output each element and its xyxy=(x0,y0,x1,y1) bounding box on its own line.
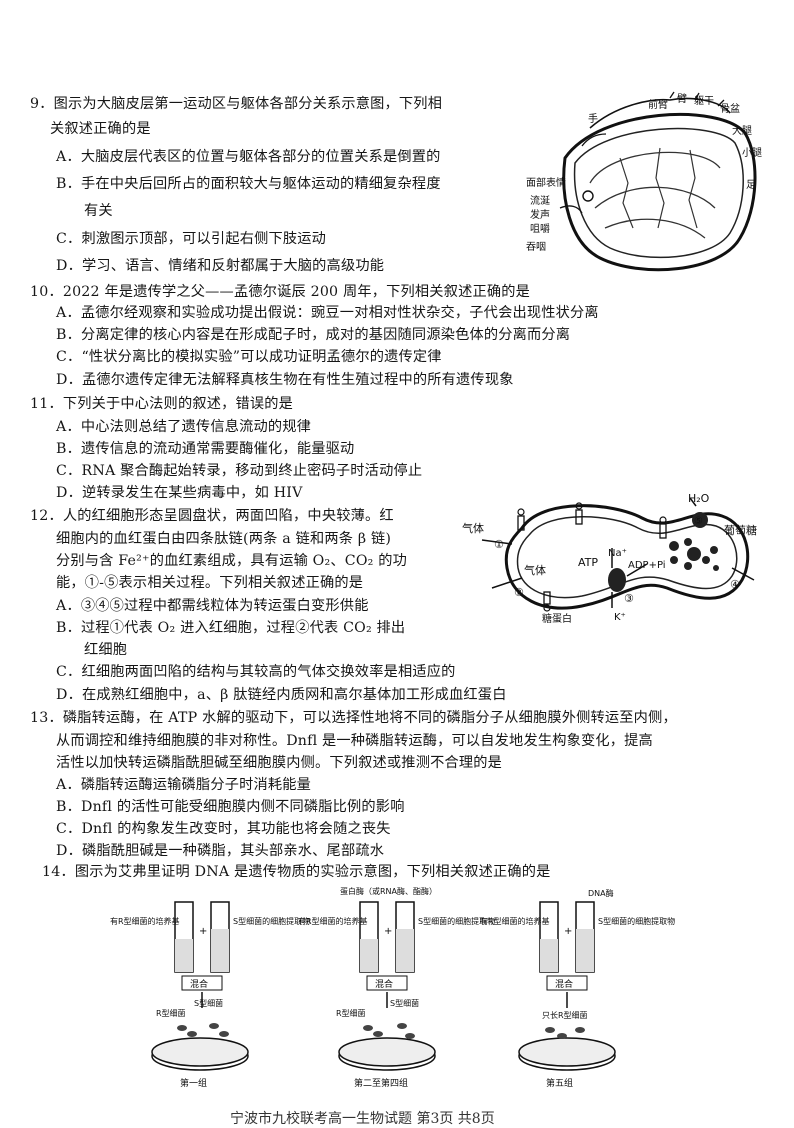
label-mix: 混合 xyxy=(375,978,393,990)
label-mix: 混合 xyxy=(555,978,573,990)
q9-option-a: A．大脑皮层代表区的位置与躯体各部分的位置关系是倒置的 xyxy=(56,149,441,165)
plus-sign: + xyxy=(564,926,572,937)
q9-option-c: C．刺激图示顶部，可以引起右侧下肢运动 xyxy=(56,231,327,247)
q11-option-c: C．RNA 聚合酶起始转录，移动到终止密码子时活动停止 xyxy=(56,463,423,479)
label-group5: 第五组 xyxy=(546,1077,573,1089)
label-r-bact: R型细菌 xyxy=(336,1008,366,1018)
label-s-extract: S型细菌的细胞提取物 xyxy=(598,916,675,926)
q12-option-c: C．红细胞两面凹陷的结构与其较高的气体交换效率是相适应的 xyxy=(56,664,456,680)
q10-option-d: D．孟德尔遗传定律无法解释真核生物在有性生殖过程中的所有遗传现象 xyxy=(56,372,514,388)
q13-stem-line2: 从而调控和维持细胞膜的非对称性。Dnfl 是一种磷脂转运酶，可以自发地发生构象变… xyxy=(56,733,653,749)
label-r-culture: 有R型细菌的培养基 xyxy=(298,916,368,926)
label-n3: ③ xyxy=(624,592,634,605)
label-n5: ⑤ xyxy=(694,516,703,527)
label-s-extract: S型细菌的细胞提取物 xyxy=(233,916,310,926)
label-group1: 第一组 xyxy=(180,1077,207,1089)
label-r-culture: 有R型细菌的培养基 xyxy=(110,916,180,926)
q12-option-b-line2: 红细胞 xyxy=(84,642,128,658)
label-enzyme2: 蛋白酶（或RNA酶、酯酶） xyxy=(340,886,437,896)
q9-stem-line1: 9．图示为大脑皮层第一运动区与躯体各部分关系示意图，下列相 xyxy=(30,96,443,112)
label-glycoprotein: 糖蛋白 xyxy=(542,612,572,625)
label-only-r: 只长R型细菌 xyxy=(542,1010,588,1020)
red-blood-cell-figure: 气体 ① 气体 ② ATP Na⁺ ADP+Pi ③ K⁺ 糖蛋白 H₂O ⑤ … xyxy=(462,492,757,625)
label-group2-4: 第二至第四组 xyxy=(354,1077,408,1089)
q11-option-a: A．中心法则总结了遗传信息流动的规律 xyxy=(56,419,312,435)
q9-stem-line2: 关叙述正确的是 xyxy=(50,121,151,137)
label-n1: ① xyxy=(494,538,504,551)
q9-option-d: D．学习、语言、情绪和反射都属于大脑的高级功能 xyxy=(56,258,385,274)
brain-motor-cortex-figure: 手 前臂 臂 躯干 骨盆 大腿 小腿 足 面部表情 流涎 发声 咀嚼 吞咽 xyxy=(526,91,762,272)
q12-stem-line2: 细胞内的血红蛋白由四条肽链(两条 a 链和两条 β 链) xyxy=(56,531,392,547)
label-thigh: 大腿 xyxy=(732,124,752,137)
q13-option-b: B．Dnfl 的活性可能受细胞膜内侧不同磷脂比例的影响 xyxy=(56,799,405,815)
q13-stem-line3: 活性以加快转运磷脂酰胆碱至细胞膜内侧。下列叙述或推测不合理的是 xyxy=(56,755,503,771)
q9-option-b-line1: B．手在中央后回所占的面积较大与躯体运动的精细复杂程度 xyxy=(56,176,441,192)
label-forearm: 前臂 xyxy=(648,98,668,111)
label-k: K⁺ xyxy=(614,612,626,623)
label-n4: ④ xyxy=(730,578,740,591)
label-mix: 混合 xyxy=(190,978,208,990)
label-glucose: 葡萄糖 xyxy=(724,523,757,537)
label-r-bact: R型细菌 xyxy=(156,1008,186,1018)
label-s-extract: S型细菌的细胞提取物 xyxy=(418,916,495,926)
plus-sign: + xyxy=(384,926,392,937)
q13-stem-line1: 13．磷脂转运酶，在 ATP 水解的驱动下，可以选择性地将不同的磷脂分子从细胞膜… xyxy=(30,710,677,726)
label-trunk: 躯干 xyxy=(694,94,714,107)
q13-option-d: D．磷脂酰胆碱是一种磷脂，其头部亲水、尾部疏水 xyxy=(56,843,385,859)
label-n2: ② xyxy=(514,586,524,599)
experiment-group-1: + 混合 有R型细菌的培养基 S型细菌的细胞提取物 S型细菌 R型细菌 第一组 xyxy=(110,901,310,1089)
q10-option-a: A．孟德尔经观察和实验成功提出假说：豌豆一对相对性状杂交，子代会出现性状分离 xyxy=(56,305,599,321)
avery-experiment-figure: + 混合 有R型细菌的培养基 S型细菌的细胞提取物 S型细菌 R型细菌 第一组 … xyxy=(110,886,675,1089)
label-drool: 流涎 xyxy=(530,194,550,207)
label-hip: 骨盆 xyxy=(720,102,740,115)
label-adp: ADP+Pi xyxy=(628,560,666,571)
label-vocal: 发声 xyxy=(530,208,550,221)
label-enzyme3: DNA酶 xyxy=(588,888,614,898)
label-atp: ATP xyxy=(578,556,598,569)
label-arm: 臂 xyxy=(677,92,687,105)
label-h2o: H₂O xyxy=(688,492,710,505)
q11-option-d: D．逆转录发生在某些病毒中，如 HIV xyxy=(56,485,303,501)
q12-option-a: A．③④⑤过程中都需线粒体为转运蛋白变形供能 xyxy=(56,598,369,614)
q10-option-b: B．分离定律的核心内容是在形成配子时，成对的基因随同源染色体的分离而分离 xyxy=(56,327,571,343)
q11-option-b: B．遗传信息的流动通常需要酶催化，能量驱动 xyxy=(56,441,355,457)
q13-option-a: A．磷脂转运酶运输磷脂分子时消耗能量 xyxy=(56,777,312,793)
label-gas-in: 气体 xyxy=(462,521,484,535)
page-footer: 宁波市九校联考高一生物试题 第3页 共8页 xyxy=(230,1111,495,1127)
q12-stem-line4: 能，①-⑤表示相关过程。下列相关叙述正确的是 xyxy=(56,575,364,591)
experiment-group-2-4: 蛋白酶（或RNA酶、酯酶） + 混合 有R型细菌的培养基 S型细菌的细胞提取物 … xyxy=(298,886,495,1089)
q12-option-b-line1: B．过程①代表 O₂ 进入红细胞，过程②代表 CO₂ 排出 xyxy=(56,620,406,636)
label-s-bact: S型细菌 xyxy=(194,998,223,1008)
label-swallow: 吞咽 xyxy=(526,241,546,253)
q10-stem: 10．2022 年是遗传学之父——孟德尔诞辰 200 周年，下列相关叙述正确的是 xyxy=(30,284,531,300)
label-foot: 足 xyxy=(746,179,756,191)
label-chew: 咀嚼 xyxy=(530,222,550,235)
q12-option-d: D．在成熟红细胞中，a、β 肽链经内质网和高尔基体加工形成血红蛋白 xyxy=(56,687,507,703)
q13-option-c: C．Dnfl 的构象发生改变时，其功能也将会随之丧失 xyxy=(56,821,391,837)
label-s-bact: S型细菌 xyxy=(390,998,419,1008)
plus-sign: + xyxy=(199,926,207,937)
label-na: Na⁺ xyxy=(608,548,627,559)
q14-stem: 14．图示为艾弗里证明 DNA 是遗传物质的实验示意图，下列相关叙述正确的是 xyxy=(42,864,551,880)
q12-stem-line1: 12．人的红细胞形态呈圆盘状，两面凹陷，中央较薄。红 xyxy=(30,508,394,524)
label-face: 面部表情 xyxy=(526,176,566,189)
q12-stem-line3: 分别与含 Fe²⁺的血红素组成，具有运输 O₂、CO₂ 的功 xyxy=(56,553,408,569)
q11-stem: 11．下列关于中心法则的叙述，错误的是 xyxy=(30,396,294,412)
experiment-group-5: DNA酶 + 混合 有R型细菌的培养基 S型细菌的细胞提取物 只长R型细菌 第五… xyxy=(480,888,675,1089)
q10-option-c: C．“性状分离比的模拟实验”可以成功证明孟德尔的遗传定律 xyxy=(56,349,442,365)
label-r-culture: 有R型细菌的培养基 xyxy=(480,916,550,926)
label-gas-out: 气体 xyxy=(524,563,546,577)
label-hand: 手 xyxy=(588,112,598,125)
label-calf: 小腿 xyxy=(742,147,762,159)
q9-option-b-line2: 有关 xyxy=(84,203,113,219)
